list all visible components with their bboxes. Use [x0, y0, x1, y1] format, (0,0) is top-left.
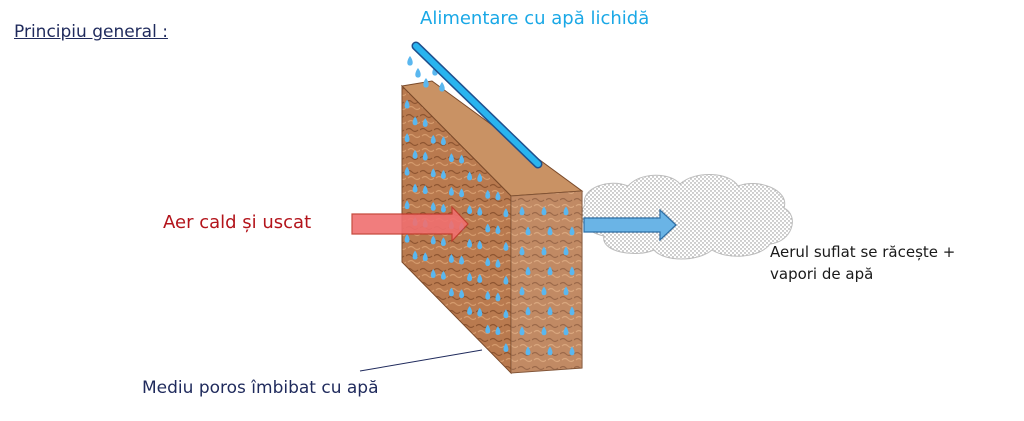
water-droplets	[404, 56, 575, 356]
water-droplet	[459, 154, 465, 164]
water-droplet	[525, 226, 531, 236]
water-droplet	[547, 306, 553, 316]
water-droplet	[467, 171, 473, 181]
water-droplet	[477, 173, 483, 182]
water-droplet	[485, 257, 491, 267]
water-droplet	[448, 153, 454, 163]
cooled-air-arrow	[583, 208, 677, 242]
water-droplet	[503, 343, 509, 352]
water-droplet	[440, 270, 446, 280]
water-droplet	[503, 275, 509, 285]
water-droplet	[563, 246, 569, 256]
water-droplet	[459, 188, 465, 198]
cooled-air-label: Aerul suflat se răcește + vapori de apă	[770, 241, 955, 285]
water-droplet	[467, 238, 473, 248]
water-droplet	[485, 189, 491, 199]
water-droplet	[547, 266, 553, 276]
water-droplet	[440, 203, 446, 213]
water-droplet	[485, 290, 491, 300]
water-droplet	[519, 206, 525, 216]
water-droplet	[503, 309, 509, 319]
water-droplet	[448, 186, 454, 196]
water-droplet	[563, 326, 569, 336]
water-droplet	[467, 272, 473, 282]
water-droplet	[541, 206, 547, 216]
water-droplet	[485, 223, 491, 233]
water-droplet	[563, 206, 569, 216]
water-droplet	[415, 68, 421, 78]
water-droplet	[477, 240, 483, 250]
water-droplet	[477, 274, 483, 283]
water-droplet	[422, 151, 428, 161]
water-droplet	[423, 78, 429, 88]
water-droplet	[477, 307, 483, 317]
water-droplet	[503, 208, 509, 218]
water-droplet	[525, 306, 531, 316]
water-droplet	[448, 254, 454, 263]
water-droplet	[525, 266, 531, 276]
water-pipe	[411, 41, 543, 169]
water-droplet	[430, 202, 436, 211]
cooled-air-label-line1: Aerul suflat se răcește +	[770, 243, 956, 261]
water-droplet	[404, 166, 410, 176]
water-droplet	[422, 252, 428, 262]
water-droplet	[404, 233, 410, 243]
water-droplet	[525, 346, 531, 356]
hot-air-arrow	[351, 205, 469, 243]
water-droplet	[519, 286, 525, 296]
water-droplet	[495, 292, 501, 302]
water-droplet	[412, 150, 418, 159]
water-droplet	[467, 306, 473, 315]
water-droplet	[495, 326, 501, 336]
diagram-title: Principiu general :	[14, 22, 168, 42]
porous-medium-pointer	[359, 349, 483, 372]
water-droplet	[448, 287, 454, 297]
porous-medium-label: Mediu poros îmbibat cu apă	[142, 378, 379, 398]
water-droplet	[412, 116, 418, 126]
water-droplet	[569, 306, 575, 316]
water-droplet	[430, 168, 436, 178]
cooled-air-label-line2: vapori de apă	[770, 265, 874, 283]
water-droplet	[467, 205, 473, 215]
water-droplet	[563, 286, 569, 296]
water-droplet	[440, 237, 446, 247]
water-droplet	[495, 191, 501, 201]
water-droplet	[404, 200, 410, 210]
water-droplet	[404, 99, 410, 109]
hot-dry-air-label: Aer cald și uscat	[163, 212, 312, 233]
water-droplet	[430, 235, 436, 245]
water-droplet	[569, 346, 575, 356]
water-droplet	[547, 346, 553, 356]
water-droplet	[422, 118, 428, 127]
water-droplet	[412, 250, 418, 260]
water-droplet	[495, 225, 501, 234]
water-droplet	[569, 266, 575, 276]
water-droplet	[519, 326, 525, 336]
water-droplet	[541, 326, 547, 336]
water-droplet	[430, 134, 436, 144]
water-droplet	[459, 289, 465, 299]
water-droplet	[412, 183, 418, 193]
water-droplet	[541, 246, 547, 256]
water-droplet	[440, 170, 446, 179]
water-droplet	[547, 226, 553, 236]
water-droplet	[430, 269, 436, 278]
water-droplet	[407, 56, 413, 66]
water-droplet	[495, 258, 501, 268]
water-droplet	[422, 185, 428, 195]
water-droplet	[569, 226, 575, 236]
water-droplet	[459, 255, 465, 265]
water-droplet	[404, 133, 410, 143]
water-droplet	[503, 241, 509, 251]
vapor-cloud	[580, 173, 793, 260]
water-droplet	[439, 82, 445, 92]
water-droplet	[485, 324, 491, 334]
water-droplet	[541, 286, 547, 296]
water-droplet	[519, 246, 525, 256]
water-droplet	[440, 136, 446, 146]
water-droplet	[477, 206, 483, 216]
water-supply-label: Alimentare cu apă lichidă	[420, 8, 650, 29]
